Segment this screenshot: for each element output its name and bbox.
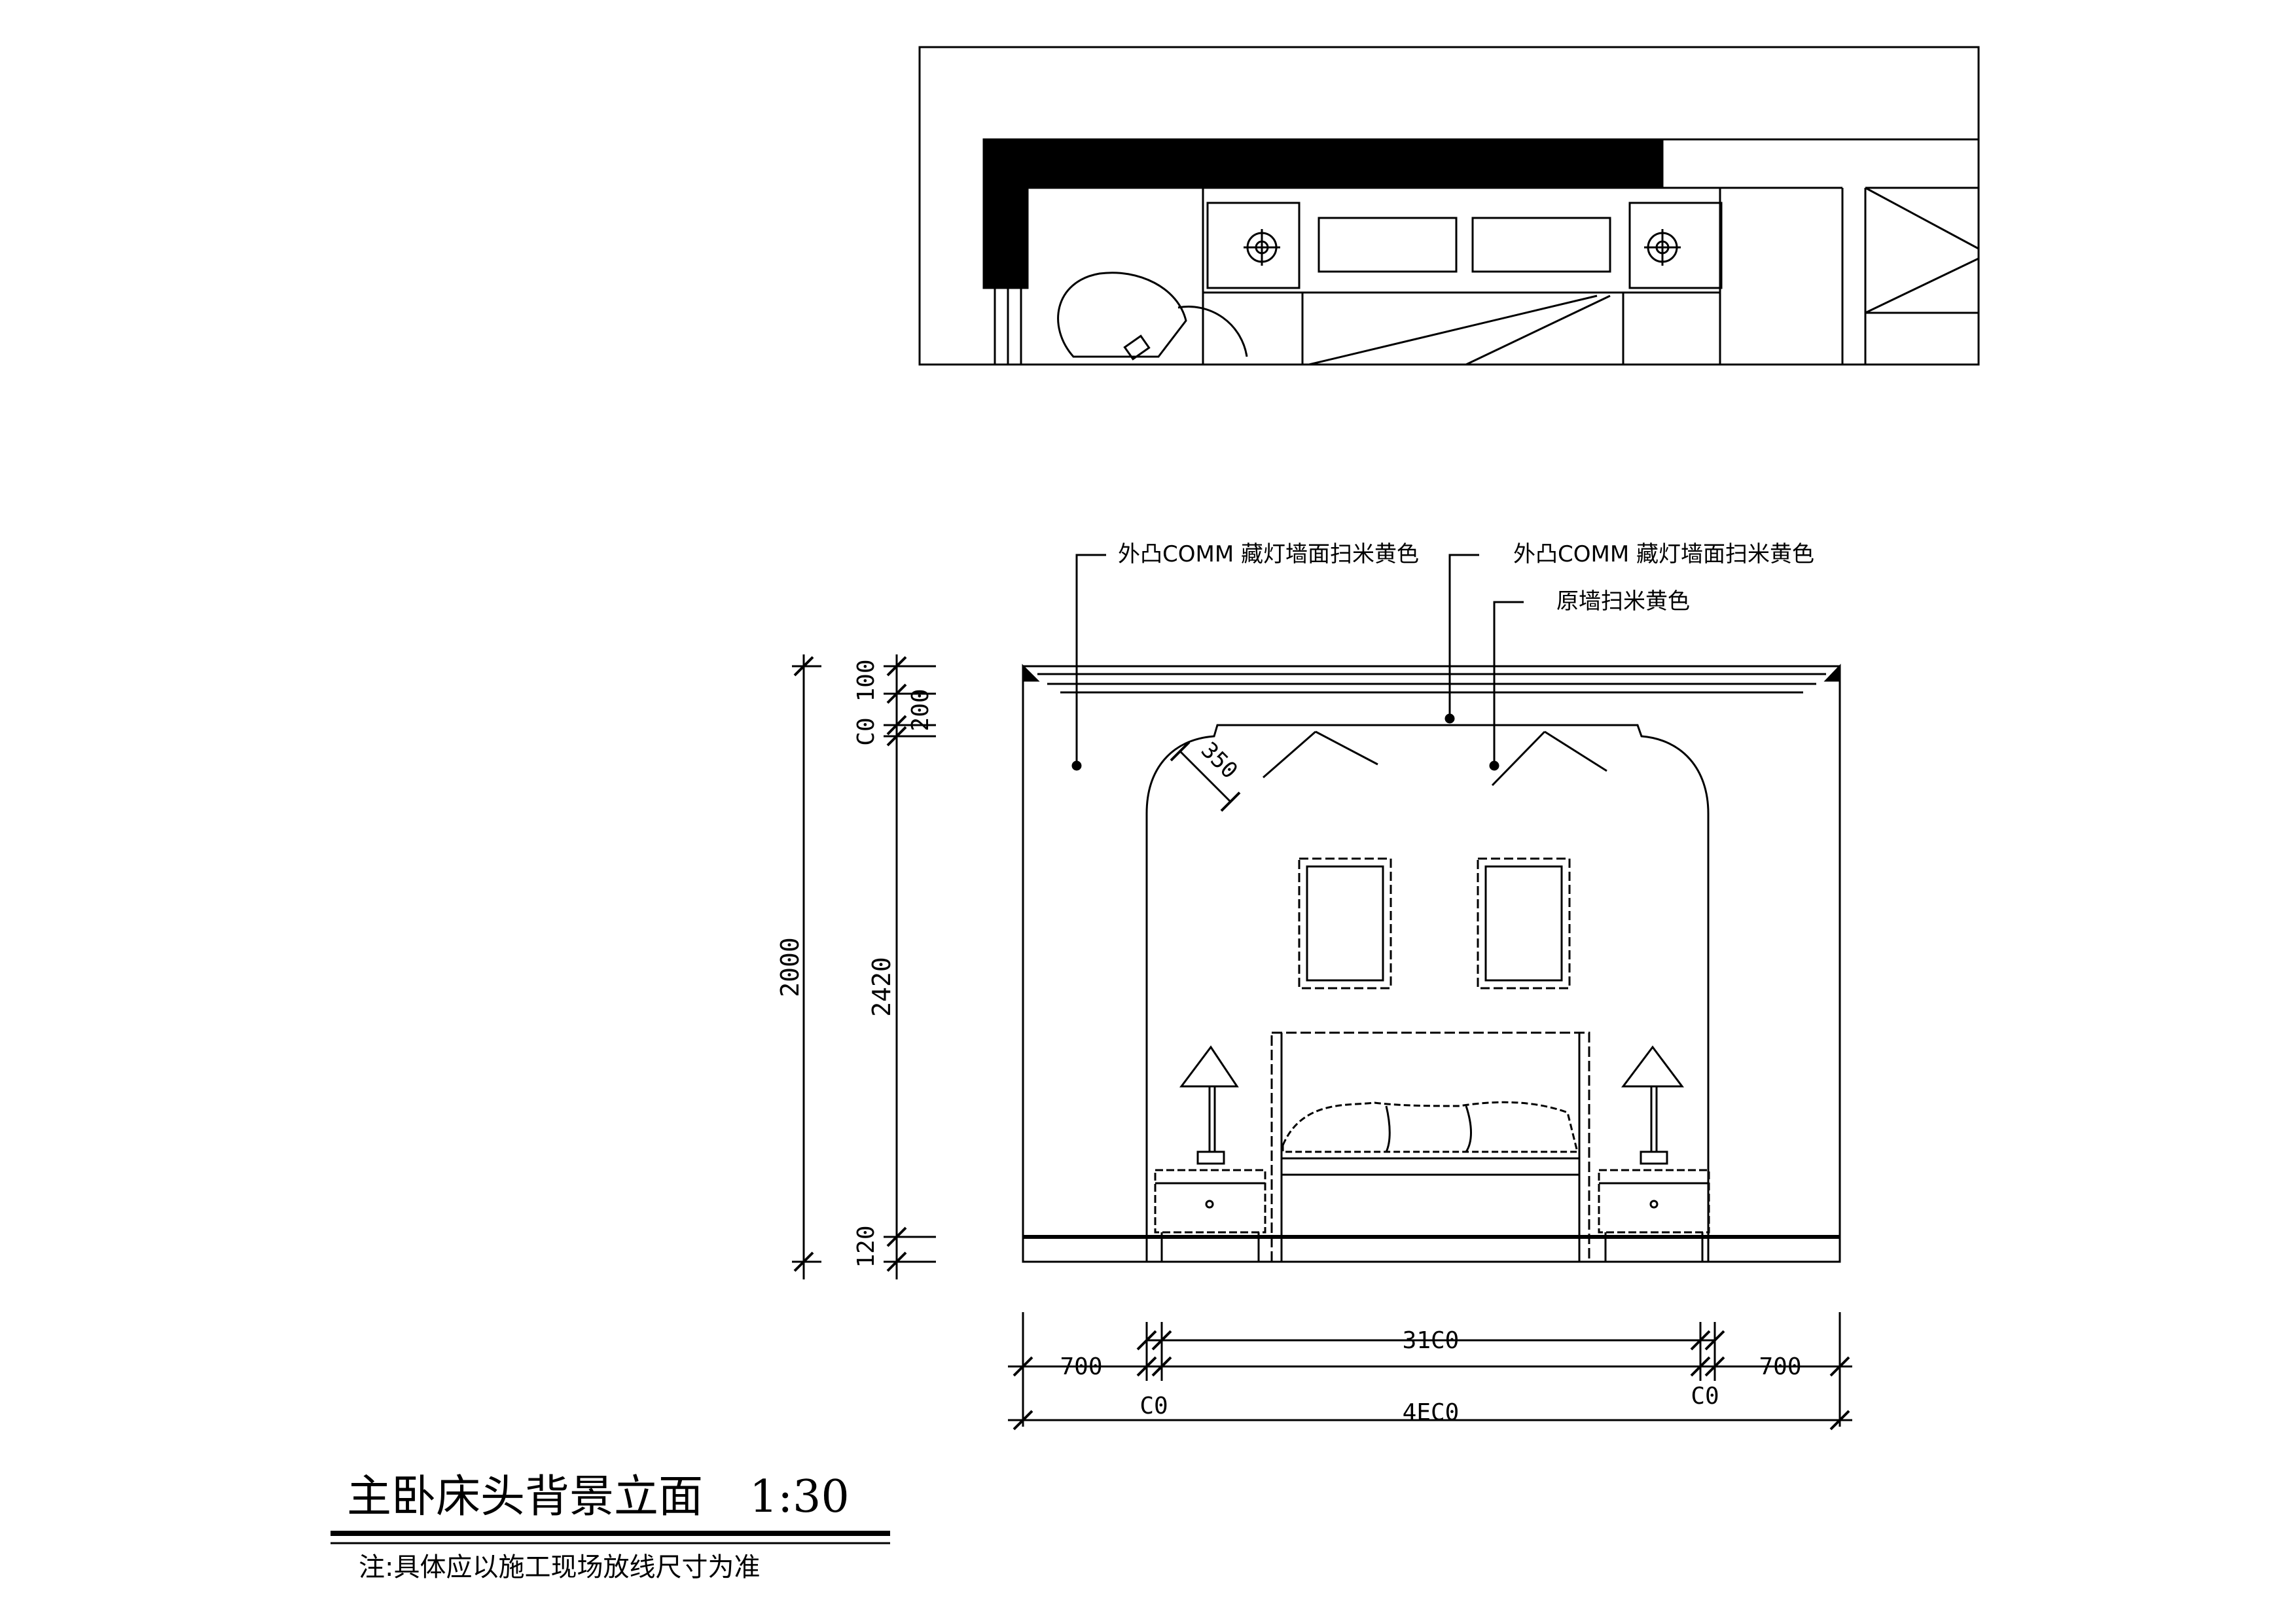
title-block: 主卧床头背景立面 1:30 注:具体应以施工现场放线尺寸为准	[347, 1471, 850, 1582]
dimension-labels: 2000 100 200 C0 2420 120 350 700 C0 31C0…	[776, 659, 1802, 1426]
drawing-note: 注:具体应以施工现场放线尺寸为准	[359, 1552, 760, 1582]
dim-bottom-total: 4EC0	[1403, 1399, 1460, 1426]
cornice	[1023, 665, 1840, 694]
plan-view	[918, 46, 1980, 366]
picture-frame-left	[1298, 857, 1392, 990]
callout-left: 外凸COMM 藏灯墙面扫米黄色	[1118, 541, 1419, 567]
nightstand-right	[1598, 1169, 1710, 1262]
dim-left-middle: 2420	[867, 957, 896, 1017]
drawing-scale: 1:30	[749, 1471, 850, 1523]
callout-right: 原墙扫米黄色	[1556, 588, 1690, 615]
dim-bottom-left-gap: C0	[1139, 1393, 1168, 1419]
plan-drawer-right	[1471, 217, 1611, 273]
bed	[1270, 1031, 1590, 1263]
plan-nightstand-right	[1628, 202, 1723, 289]
dim-left-bottom: 120	[853, 1225, 880, 1268]
wall-outline	[1022, 665, 1841, 1263]
nightstand-left	[1154, 1169, 1266, 1262]
arch-niche	[1145, 724, 1710, 1262]
plan-chair	[1057, 272, 1187, 358]
dim-left-top: 100	[853, 659, 880, 702]
callout-center: 外凸COMM 藏灯墙面扫米黄色	[1513, 541, 1814, 567]
dim-left-gap: C0	[853, 717, 880, 745]
dim-left-upper: 200	[907, 688, 934, 731]
picture-frame-right	[1477, 857, 1571, 990]
dim-left-outer: 2000	[776, 937, 804, 997]
plan-drawer-left	[1318, 217, 1458, 273]
dimensions	[331, 654, 1852, 1544]
dim-bottom-center: 31C0	[1403, 1327, 1460, 1354]
drawing-title: 主卧床头背景立面	[347, 1471, 703, 1523]
callout-labels: 外凸COMM 藏灯墙面扫米黄色 外凸COMM 藏灯墙面扫米黄色 原墙扫米黄色	[1118, 541, 1814, 615]
dim-bottom-right-gap: C0	[1691, 1383, 1719, 1410]
bed-pillows	[1282, 1101, 1579, 1153]
elevation	[1022, 554, 1841, 1263]
lamp-left	[1179, 1045, 1239, 1165]
plan-wall	[982, 138, 1664, 289]
plan-nightstand-left	[1206, 202, 1300, 289]
lamp-right	[1621, 1045, 1684, 1165]
dim-arch-radius: 350	[1196, 737, 1243, 784]
dim-bottom-left: 700	[1060, 1353, 1102, 1380]
dim-bottom-right: 700	[1759, 1353, 1801, 1380]
